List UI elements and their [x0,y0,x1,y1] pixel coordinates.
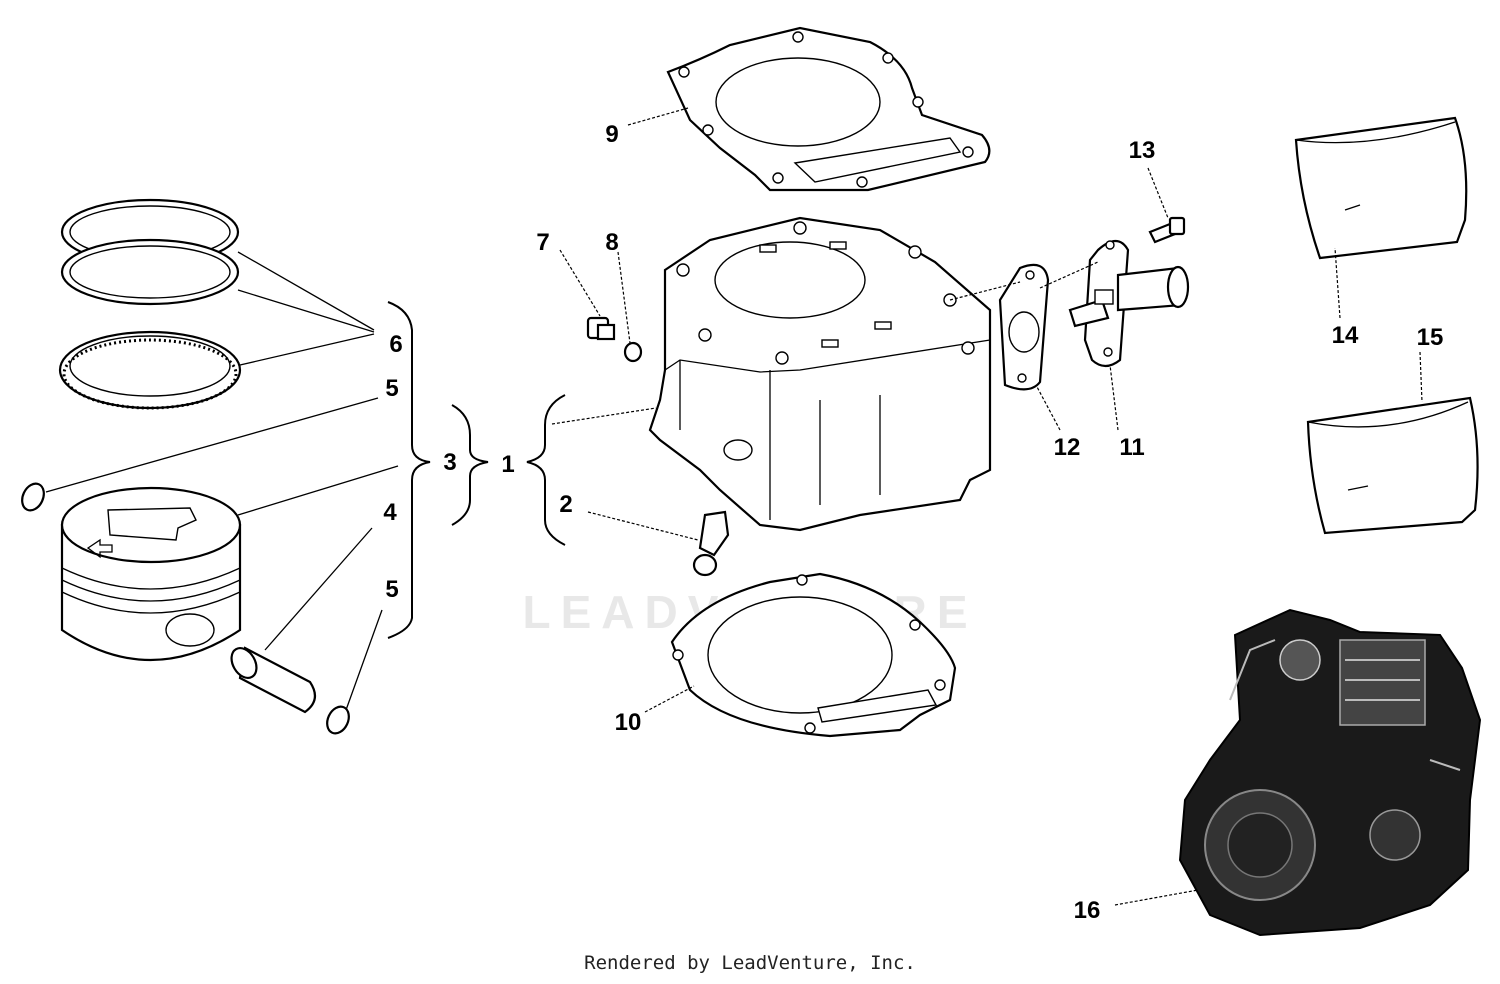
callout-8: 8 [605,229,618,256]
circlip-icon[interactable] [323,703,353,737]
piston-ring-set-icon[interactable] [58,198,242,410]
callout-12: 12 [1054,434,1081,461]
callout-15: 15 [1417,324,1444,351]
fitting-icon[interactable] [692,510,730,577]
screw-icon[interactable] [1148,216,1186,244]
callout-2: 2 [559,491,572,518]
piston-pin-icon[interactable] [226,644,317,714]
callout-4: 4 [383,499,397,526]
engine-icon[interactable] [1178,608,1482,937]
callout-6: 6 [389,331,402,358]
callout-5-bottom: 5 [385,576,398,603]
circlip-icon[interactable] [18,480,48,514]
callout-16: 16 [1074,897,1101,924]
base-gasket-icon[interactable] [670,572,957,738]
bracket-cylinder [526,394,566,546]
callout-3: 3 [443,449,456,476]
leader-lines [45,107,1423,906]
callout-10: 10 [615,709,642,736]
callout-13: 13 [1129,137,1156,164]
callout-11: 11 [1119,434,1144,461]
callout-5-top: 5 [385,375,398,402]
chain-tensioner-icon[interactable] [1068,239,1190,368]
bolt-icon[interactable] [586,316,616,341]
bracket-3 [387,301,431,639]
bag-icon[interactable] [1306,396,1479,535]
callout-7: 7 [536,229,549,256]
callout-14: 14 [1332,322,1359,349]
piston-icon[interactable] [60,486,242,661]
callout-1: 1 [501,451,514,478]
washer-icon[interactable] [623,341,643,363]
bracket-1 [451,404,489,526]
head-gasket-icon[interactable] [666,26,991,192]
tensioner-gasket-icon[interactable] [998,263,1050,391]
footer-credit: Rendered by LeadVenture, Inc. [584,952,916,974]
cylinder-icon[interactable] [648,216,992,532]
callout-9: 9 [605,121,618,148]
bag-icon[interactable] [1294,116,1468,260]
